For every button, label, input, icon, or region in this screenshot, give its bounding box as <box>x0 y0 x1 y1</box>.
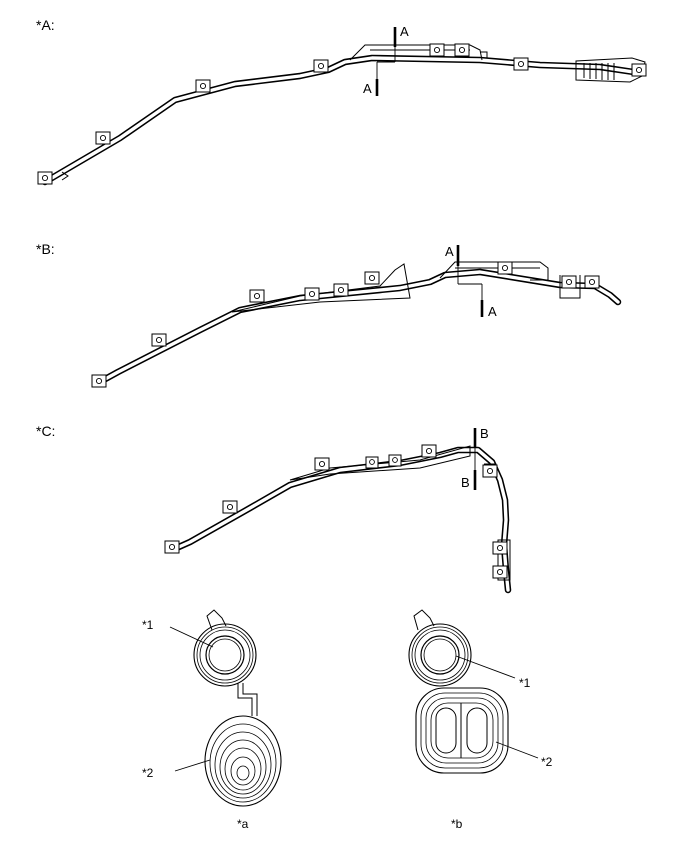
callout-b2: *2 <box>541 755 553 769</box>
mount-b2 <box>151 333 167 347</box>
callout-leader-a1 <box>169 626 214 648</box>
caption-a: *a <box>237 817 249 831</box>
mount-a3 <box>195 79 211 93</box>
cross-section-a-link <box>237 683 253 716</box>
view-c-section-top: B <box>480 426 489 441</box>
view-a-mounts <box>37 43 647 185</box>
view-b-section-marker: A A <box>445 244 497 319</box>
mount-c7 <box>482 464 498 478</box>
mount-c3 <box>314 457 330 471</box>
mount-c6 <box>421 444 437 458</box>
mount-b8 <box>561 275 577 289</box>
mount-a6 <box>454 43 470 57</box>
cross-section-b-lower-coil <box>415 687 509 774</box>
view-a-label: *A: <box>36 17 55 33</box>
view-b-rail <box>94 261 622 387</box>
mount-a1 <box>37 171 53 185</box>
cross-section-a-upper-coil <box>193 623 257 687</box>
view-a-section-marker: A A <box>363 24 409 96</box>
caption-b: *b <box>451 817 463 831</box>
mount-a4 <box>313 59 329 73</box>
view-c: *C: B B <box>36 423 512 594</box>
mount-b3 <box>249 289 265 303</box>
mount-b6 <box>364 271 380 285</box>
callout-a2: *2 <box>142 766 154 780</box>
mount-c2 <box>222 500 238 514</box>
cross-section-a-tab <box>206 609 227 631</box>
view-b: *B: A A <box>36 241 622 388</box>
mount-b5 <box>333 283 349 297</box>
view-a-rail <box>41 44 646 186</box>
view-b-section-bottom: A <box>488 304 497 319</box>
cross-section-a-lower-coil <box>204 715 282 807</box>
callout-a1: *1 <box>142 618 154 632</box>
view-c-label: *C: <box>36 423 55 439</box>
view-a-section-bottom: A <box>363 81 372 96</box>
callout-leader-b2 <box>495 741 539 759</box>
view-c-section-marker: B B <box>461 426 489 490</box>
view-c-rail <box>168 445 512 594</box>
view-a: *A: A A <box>36 17 647 186</box>
cross-section-b-upper-coil <box>408 623 472 687</box>
view-b-section-top: A <box>445 244 454 259</box>
mount-c5 <box>388 454 402 467</box>
cross-section-a: *1 *2 *a <box>142 609 282 831</box>
mount-a7 <box>513 57 529 71</box>
mount-c9 <box>492 565 508 579</box>
view-b-label: *B: <box>36 241 55 257</box>
view-c-section-bottom: B <box>461 475 470 490</box>
callout-b1: *1 <box>519 676 531 690</box>
view-c-mounts <box>164 444 508 579</box>
mount-b7 <box>497 261 513 275</box>
mount-b9 <box>584 275 600 289</box>
mount-a2 <box>95 131 111 145</box>
callout-leader-a2 <box>174 759 211 772</box>
mount-c8 <box>492 541 508 555</box>
mount-c1 <box>164 540 180 554</box>
mount-c4 <box>365 456 379 469</box>
mount-a5 <box>429 43 445 57</box>
mount-b1 <box>91 374 107 388</box>
view-a-section-top: A <box>400 24 409 39</box>
view-b-mounts <box>91 261 600 388</box>
callout-leader-b1 <box>455 655 516 679</box>
cross-section-b-tab <box>413 609 435 631</box>
mount-a8 <box>631 63 647 77</box>
cross-section-b: *1 *2 *b <box>408 609 553 831</box>
mount-b4 <box>304 287 320 301</box>
